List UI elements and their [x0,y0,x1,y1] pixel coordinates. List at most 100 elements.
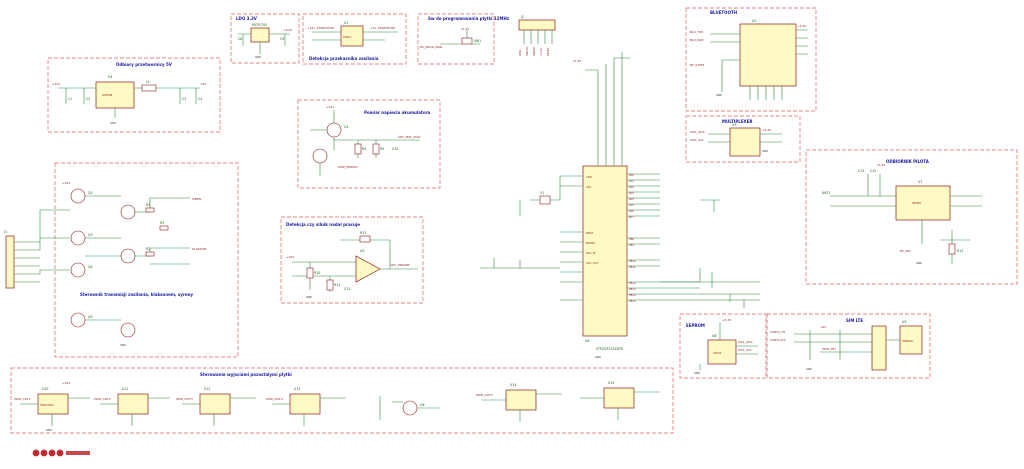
detect-in-net: +12v_STARTSTOP [307,26,334,30]
mosfet-title: Sterownik transmisji zasilania, klaksone… [80,292,193,297]
mcu-nrst: NRST [586,231,593,235]
mux-title: MULTIPLEXER [722,119,752,124]
bt-state: BT_STATE [690,63,705,67]
eeprom-title: EEPROM [686,323,705,328]
mcu-pa1: PA1 [629,179,634,183]
mcu-pa2: PA2 [629,185,634,189]
sim-u9: U9 [902,320,906,324]
shunt-u5: U5 [360,249,364,253]
section-remote: ODBIORNIK PILOTA U7 RFM69 ANT1 C12 C13 R… [805,149,1018,285]
drivers-u14: U14 [510,383,516,387]
bt-vcc: +3,3V [797,24,807,28]
section-detect: U1 PC817 +12v_STARTSTOP +3v_STARTSTOP De… [302,13,407,65]
buck-ic-type: LM2596 [102,93,113,97]
relay-period-net: PWR_PERIOD [338,165,358,169]
mosfet-r3: R3 [160,221,164,225]
shunt-title: Detekcja czy silnik nadal pracuje [286,222,360,227]
mcu-pa5: PA5 [629,203,634,207]
remote-c13: C13 [858,169,864,173]
sim-rx: UART2_RX [770,338,786,342]
remote-r13: R13 [957,249,963,253]
section-mux: MULTIPLEXER U3 I2C1_SDA I2C1_SCL +3,3V G… [685,115,801,163]
remote-c12: C12 [870,169,876,173]
mux-scl: I2C1_SCL [690,138,704,142]
mcu-boot0: BOOT0 [586,241,595,245]
mcu-pa4: PA4 [629,197,634,201]
buck-u4: U4 [108,75,112,79]
shunt-r12: R12 [360,231,366,235]
eeprom-vcc: +3,3V [722,318,732,322]
mcu-pb0: PB0 [629,237,634,241]
pair-net: RV_PROG_PAIR [420,45,442,49]
mux-sda: I2C1_SDA [690,130,705,134]
mcu-pb12: PB12 [629,281,636,285]
sim-tx: UART2_TX [770,330,785,334]
mcu-vdd: VDD [586,175,592,179]
mosfet-siren-net: SIREN [192,197,201,201]
mosfet-r2: R2 [146,247,150,251]
pair-title: Sw do programowania plytki 12MHz [428,16,510,21]
drivers-gnd: GND [46,428,52,432]
buck-c4: C4 [198,97,202,101]
mcu-crystal: Y1 [540,191,544,195]
drivers-vin: +12V [62,381,71,385]
section-ldo: LDO 3,3V MCP1700 C8 C9 +3,3V GND [230,13,300,64]
pair-vcc: +3,3V [460,27,470,31]
buck-c3: C3 [182,97,186,101]
shunt-adc-net: ADC_ENGINE [390,263,410,267]
shunt-r10: R10 [314,271,320,275]
section-bluetooth: BLUETOOTH U2 BLU_TXD BLU_RXD +3,3V BT_ST… [685,7,817,112]
eeprom-u8: U8 [712,334,716,338]
mcu-pb14: PB14 [629,293,636,297]
buck-gnd: GND [110,121,116,125]
mux-u3: U3 [732,123,736,127]
mcu-pa3: PA3 [629,191,634,195]
detect-title: Detekcja przekaznika zasilania [309,56,379,61]
section-pair: Sw do programowania plytki 12MHz SW1 +3,… [417,13,510,65]
shunt-gnd: GND [306,295,312,299]
mcu-pb15: PB15 [629,299,636,303]
section-buck: Odbiory przetwornicy 5V U4 LM2596 L1 +12… [47,57,221,133]
drivers-u12: U12 [204,387,210,391]
bt-gnd: GND [716,93,722,97]
drivers-out5: PWR_OUT5 [476,393,493,397]
buck-out-net: +5V [200,82,207,86]
detect-u1: U1 [344,21,348,25]
mux-vcc: +3,3V [762,128,772,132]
eeprom-sda: I2C1_SDA [738,340,753,344]
shunt-vin: +12V [286,255,295,259]
ldo-c8: C8 [238,37,242,41]
ldo-c9: C9 [280,37,284,41]
drivers-out3: PWR_OUT3 [176,397,193,401]
drivers-out1: PWR_OUT1 [14,397,31,401]
mcu-vcc-net: +3,3V [572,59,582,63]
drivers-u15: U15 [608,381,614,385]
section-eeprom: EEPROM U8 24C02 I2C1_SDA I2C1_SCL +3,3V … [679,313,767,379]
drivers-out2: PWR_OUT2 [94,397,111,401]
remote-ic-type: RFM69 [912,201,921,205]
remote-irq-net: RF_IRQ [900,249,911,253]
drivers-u11: U11 [122,387,128,391]
logo [32,449,90,457]
relay-q1: Q1 [344,125,349,129]
detect-out-net: +3v_STARTSTOP [370,26,395,30]
mcu-pa0: PA0 [629,173,634,177]
mcu-u6: U6 [585,339,589,343]
header-pin-gnd: GND [518,50,522,56]
shunt-r11: R11 [334,283,340,287]
mcu-pb11: PB11 [629,265,636,269]
mcu-pa6: PA6 [629,209,634,213]
pair-sw1: SW1 [474,39,481,43]
header-j2: J2 [520,15,524,19]
remote-antenna: ANT1 [822,191,831,195]
sim-pwrkey: PWR_KEY [822,347,836,351]
mosfet-j1: J1 [3,230,7,234]
eeprom-scl: I2C1_SCL [738,348,752,352]
remote-u7: U7 [918,180,922,184]
buck-l1: L1 [146,80,150,84]
sim-ic-type: SIM800L [902,339,914,343]
sim-title: SIM LTE [846,318,863,323]
mcu-pa7: PA7 [629,215,634,219]
